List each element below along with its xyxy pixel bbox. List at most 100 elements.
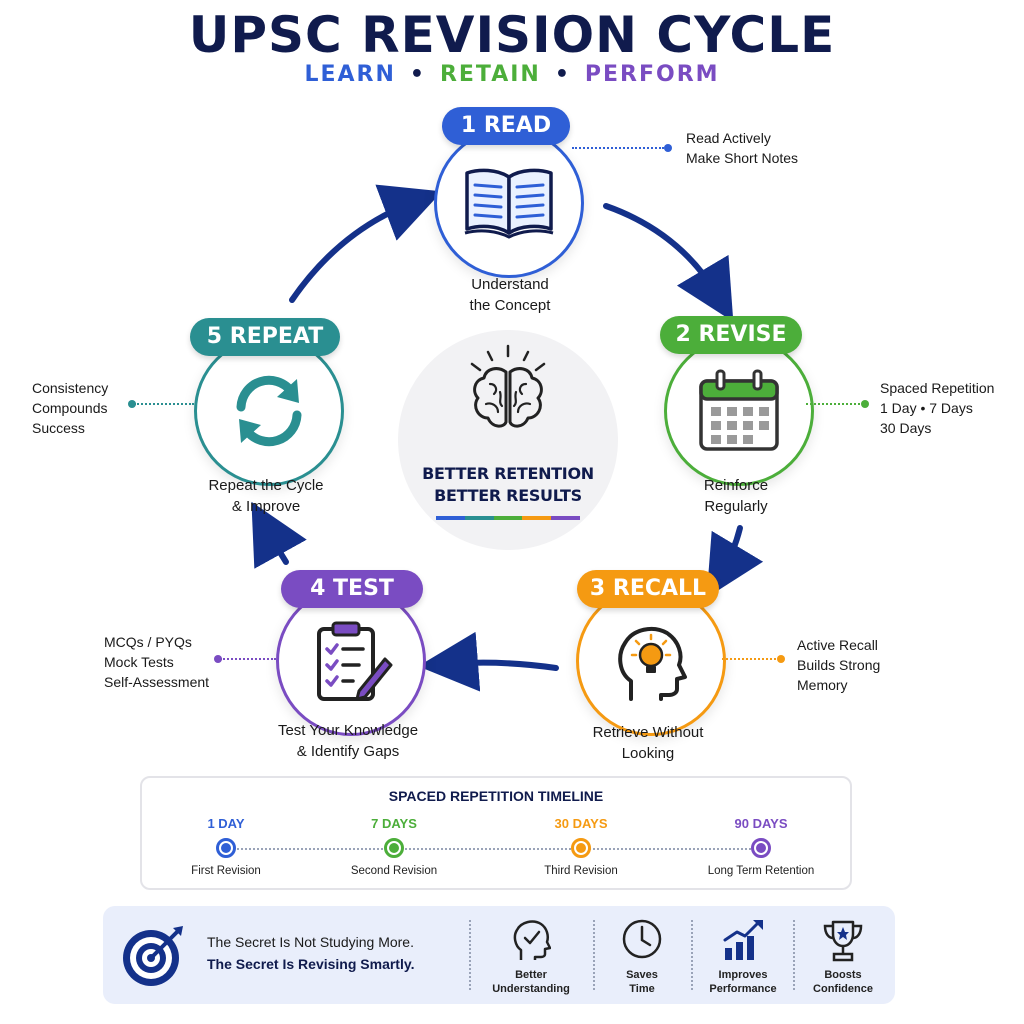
caption-line: Looking xyxy=(621,745,675,762)
timeline-track xyxy=(226,848,762,850)
subtitle-perform: PERFORM xyxy=(584,62,720,87)
caption-line: Reinforce xyxy=(703,477,769,494)
stage-repeat-note: Consistency Compounds Success xyxy=(32,378,132,438)
calendar-icon xyxy=(699,369,779,451)
note-line: Consistency xyxy=(32,380,109,396)
refresh-arrows-icon xyxy=(236,375,302,447)
stage-revise-label: 2 REVISE xyxy=(660,316,802,354)
stage-repeat-circle xyxy=(194,336,344,486)
caption-line: & Identify Gaps xyxy=(296,743,400,760)
head-lightbulb-icon xyxy=(618,626,687,701)
open-book-icon xyxy=(464,168,554,239)
timeline-dot xyxy=(571,838,591,858)
page-subtitle: LEARN • RETAIN • PERFORM xyxy=(0,62,1024,87)
caption-line: Test Your Knowledge xyxy=(277,722,419,739)
benefit-line: Saves xyxy=(626,969,658,981)
arrow-recall-to-test xyxy=(418,631,559,692)
footer-panel: The Secret Is Not Studying More. The Sec… xyxy=(103,906,895,1004)
stage-read-caption: Understand the Concept xyxy=(420,274,600,316)
footer-divider xyxy=(469,920,471,990)
clock-icon xyxy=(622,919,662,959)
note-line: MCQs / PYQs xyxy=(104,634,192,650)
caption-line: Repeat the Cycle xyxy=(208,477,324,494)
stage-test-circle xyxy=(276,586,426,736)
footer-line2: The Secret Is Revising Smartly. xyxy=(207,956,415,972)
benefit-line: Time xyxy=(629,983,655,995)
footer-line1: The Secret Is Not Studying More. xyxy=(207,934,414,950)
timeline-label: 7 DAYS xyxy=(371,816,417,831)
stage-recall-circle xyxy=(576,586,726,736)
subtitle-separator: • xyxy=(554,62,571,87)
note-line: 1 Day • 7 Days xyxy=(880,400,973,416)
stage-test-caption: Test Your Knowledge & Identify Gaps xyxy=(248,720,448,762)
arrow-revise-to-recall xyxy=(706,525,764,598)
timeline-title: SPACED REPETITION TIMELINE xyxy=(388,788,604,804)
connector-dot xyxy=(861,400,869,408)
caption-line: Understand xyxy=(471,276,549,293)
connector-dot xyxy=(664,144,672,152)
stage-revise-caption: Reinforce Regularly xyxy=(646,475,826,517)
growth-chart-icon xyxy=(723,920,763,960)
connector-line xyxy=(572,147,664,149)
benefit-line: Understanding xyxy=(492,983,570,995)
center-line1: BETTER RETENTION xyxy=(422,464,594,483)
stage-revise-circle xyxy=(664,336,814,486)
benefit-line: Performance xyxy=(709,983,777,995)
brain-icon xyxy=(470,344,546,428)
timeline-desc: Second Revision xyxy=(350,865,438,877)
benefit-label: Better Understanding xyxy=(481,968,581,996)
arrow-read-to-revise xyxy=(603,203,734,322)
stage-recall-label: 3 RECALL xyxy=(577,570,719,608)
note-line: Success xyxy=(32,420,85,436)
stage-repeat-caption: Repeat the Cycle & Improve xyxy=(176,475,356,517)
stage-read-label: 1 READ xyxy=(442,107,570,145)
stage-test-label: 4 TEST xyxy=(281,570,423,608)
note-line: Active Recall xyxy=(797,637,878,653)
timeline-desc: First Revision xyxy=(191,865,261,877)
clipboard-checklist-icon xyxy=(317,621,393,701)
arrow-repeat-to-read xyxy=(289,184,443,303)
stage-test-note: MCQs / PYQs Mock Tests Self-Assessment xyxy=(104,632,224,692)
benefit-line: Boosts xyxy=(824,969,862,981)
benefit-label: Saves Time xyxy=(592,968,692,996)
stage-recall-note: Active Recall Builds Strong Memory xyxy=(797,635,937,695)
note-line: Self-Assessment xyxy=(104,674,210,690)
subtitle-learn: LEARN xyxy=(304,62,396,87)
note-line: Mock Tests xyxy=(104,654,174,670)
timeline-label: 90 DAYS xyxy=(734,816,788,831)
subtitle-retain: RETAIN xyxy=(439,62,541,87)
caption-line: Regularly xyxy=(704,498,768,515)
note-line: 30 Days xyxy=(880,420,932,436)
note-line: Memory xyxy=(797,677,848,693)
footer-divider xyxy=(793,920,795,990)
note-line: Spaced Repetition xyxy=(880,380,995,396)
benefit-line: Confidence xyxy=(813,983,873,995)
note-line: Compounds xyxy=(32,400,108,416)
connector-dot xyxy=(128,400,136,408)
trophy-icon xyxy=(823,920,863,962)
head-check-icon xyxy=(513,920,551,960)
timeline-dot xyxy=(384,838,404,858)
page-title: UPSC REVISION CYCLE xyxy=(188,6,836,64)
center-line2: BETTER RESULTS xyxy=(434,486,582,505)
connector-line xyxy=(722,658,780,660)
subtitle-separator: • xyxy=(409,62,426,87)
timeline-desc: Third Revision xyxy=(544,865,618,877)
note-line: Read Actively xyxy=(686,130,771,146)
footer-divider xyxy=(593,920,595,990)
connector-dot xyxy=(777,655,785,663)
spaced-repetition-timeline: SPACED REPETITION TIMELINE 1 DAY First R… xyxy=(140,776,852,890)
benefit-line: Improves xyxy=(718,969,768,981)
timeline-dot xyxy=(751,838,771,858)
center-color-bar xyxy=(436,516,580,520)
timeline-dot xyxy=(216,838,236,858)
connector-line xyxy=(134,403,194,405)
stage-recall-caption: Retrieve Without Looking xyxy=(558,722,738,764)
stage-repeat-label: 5 REPEAT xyxy=(190,318,340,356)
benefit-label: Boosts Confidence xyxy=(793,968,893,996)
benefit-line: Better xyxy=(515,969,547,981)
caption-line: the Concept xyxy=(469,297,551,314)
connector-line xyxy=(220,658,276,660)
caption-line: & Improve xyxy=(231,498,301,515)
